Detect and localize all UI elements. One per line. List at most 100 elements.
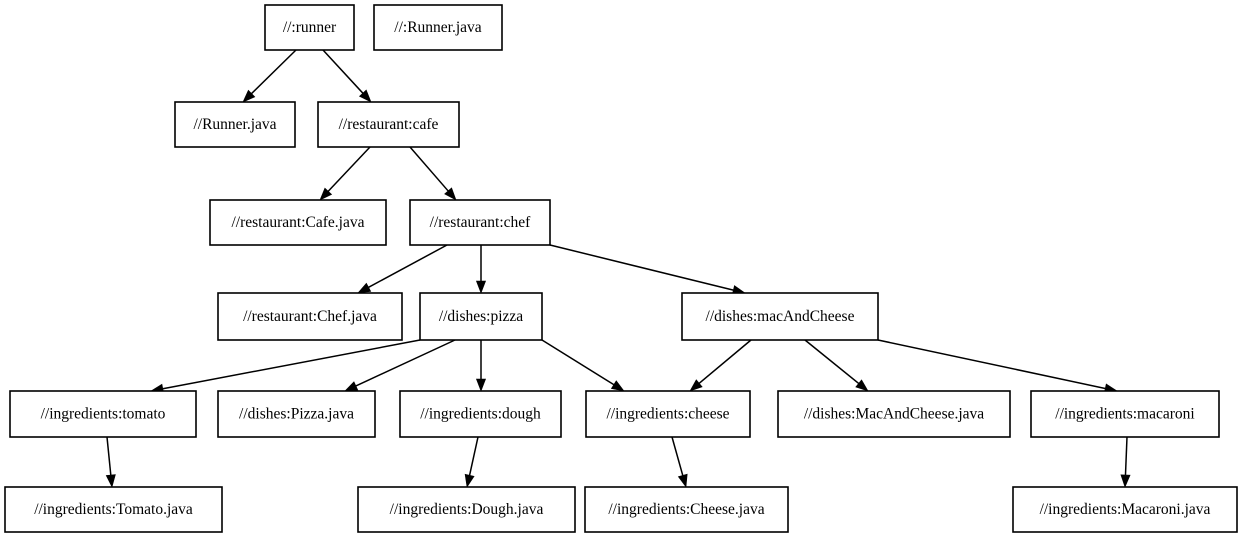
node-label: //ingredients:macaroni [1055, 406, 1195, 423]
edge-arrowhead-icon [242, 89, 256, 103]
edge-line [251, 49, 297, 95]
graph-edge [549, 244, 746, 295]
node-box[interactable] [409, 199, 551, 246]
node-box[interactable] [584, 486, 789, 533]
graph-edge [150, 339, 421, 394]
node-box[interactable] [777, 390, 1011, 438]
node-box[interactable] [1030, 390, 1220, 438]
node-label: //ingredients:Dough.java [390, 501, 544, 518]
graph-edge [475, 340, 487, 392]
node-box[interactable] [4, 486, 223, 533]
graph-edge [689, 339, 752, 392]
edge-arrowhead-icon [344, 381, 359, 392]
graph-node-dishes_pizza[interactable]: //dishes:pizza [419, 292, 543, 341]
edge-arrowhead-icon [1120, 474, 1131, 488]
edge-line [409, 146, 449, 192]
node-box[interactable] [357, 486, 576, 533]
node-box[interactable] [317, 101, 460, 148]
edge-arrowhead-icon [444, 187, 457, 201]
graph-node-runner_java[interactable]: //Runner.java [174, 101, 296, 148]
edge-line [804, 339, 860, 385]
node-box[interactable] [9, 390, 197, 438]
node-label: //ingredients:dough [420, 406, 541, 423]
edge-arrowhead-icon [464, 473, 475, 488]
node-box[interactable] [217, 390, 376, 438]
graph-node-ing_tomato[interactable]: //ingredients:tomato [9, 390, 197, 438]
graph-node-mac_java[interactable]: //dishes:MacAndCheese.java [777, 390, 1011, 438]
node-label: //restaurant:Cafe.java [232, 214, 365, 231]
graph-nodes-layer: //:runner //:Runner.java //Runner.java //re… [4, 4, 1238, 533]
graph-edge [475, 245, 487, 294]
graph-node-restaurant_cafe[interactable]: //restaurant:cafe [317, 101, 460, 148]
graph-edge [804, 339, 869, 392]
graph-edge [105, 436, 116, 488]
edge-line [877, 339, 1106, 390]
node-box[interactable] [217, 292, 403, 341]
edge-line [162, 339, 421, 390]
graph-edge [242, 49, 297, 103]
edge-line [541, 339, 615, 386]
node-box[interactable] [419, 292, 543, 341]
graph-edges-layer [105, 49, 1131, 488]
edge-arrowhead-icon [357, 282, 372, 294]
node-label: //ingredients:tomato [41, 406, 166, 423]
edge-line [468, 436, 479, 476]
node-label: //Runner.java [193, 116, 276, 133]
node-label: //restaurant:chef [430, 214, 532, 231]
node-label: //dishes:pizza [439, 308, 523, 325]
node-box[interactable] [373, 4, 503, 51]
graph-node-pizza_java[interactable]: //dishes:Pizza.java [217, 390, 376, 438]
graph-edge [541, 339, 625, 392]
graph-node-restaurant_chef[interactable]: //restaurant:chef [409, 199, 551, 246]
graph-node-cafe_java[interactable]: //restaurant:Cafe.java [209, 199, 387, 246]
graph-node-ing_cheese[interactable]: //ingredients:cheese [585, 390, 751, 438]
node-box[interactable] [174, 101, 296, 148]
graph-node-ing_macaroni[interactable]: //ingredients:macaroni [1030, 390, 1220, 438]
node-label: //ingredients:Tomato.java [34, 501, 193, 518]
node-label: //dishes:MacAndCheese.java [804, 406, 984, 423]
graph-node-chef_java[interactable]: //restaurant:Chef.java [217, 292, 403, 341]
graph-edge [464, 436, 479, 488]
graph-edge [344, 339, 456, 392]
node-label: //ingredients:Cheese.java [608, 501, 764, 518]
node-label: //:Runner.java [394, 19, 482, 36]
edge-arrowhead-icon [689, 379, 703, 392]
edge-arrowhead-icon [475, 378, 487, 392]
edge-line [327, 146, 371, 192]
edge-arrowhead-icon [677, 473, 688, 488]
graph-edge [1120, 436, 1131, 488]
graph-node-cheese_java[interactable]: //ingredients:Cheese.java [584, 486, 789, 533]
node-box[interactable] [1012, 486, 1238, 533]
graph-node-tomato_java[interactable]: //ingredients:Tomato.java [4, 486, 223, 533]
graph-node-dough_java[interactable]: //ingredients:Dough.java [357, 486, 576, 533]
edge-line [549, 244, 734, 291]
graph-edge [409, 146, 457, 201]
node-label: //dishes:macAndCheese [706, 308, 855, 325]
graph-node-ing_dough[interactable]: //ingredients:dough [399, 390, 562, 438]
node-label: //restaurant:cafe [339, 116, 439, 133]
node-label: //restaurant:Chef.java [243, 308, 377, 325]
edge-line [355, 339, 456, 387]
edge-arrowhead-icon [610, 380, 625, 392]
graph-edge [877, 339, 1118, 394]
graph-node-macaroni_java[interactable]: //ingredients:Macaroni.java [1012, 486, 1238, 533]
graph-node-dishes_mac[interactable]: //dishes:macAndCheese [681, 292, 879, 341]
graph-node-runner[interactable]: //:runner [264, 4, 355, 51]
edge-line [671, 436, 684, 476]
node-box[interactable] [681, 292, 879, 341]
graph-node-runner_java_root[interactable]: //:Runner.java [373, 4, 503, 51]
node-box[interactable] [209, 199, 387, 246]
node-label: //ingredients:Macaroni.java [1040, 501, 1211, 518]
node-label: //ingredients:cheese [606, 406, 729, 423]
graph-edge [671, 436, 688, 488]
edge-arrowhead-icon [358, 89, 372, 103]
node-label: //:runner [283, 19, 337, 36]
node-box[interactable] [264, 4, 355, 51]
graph-edge [322, 49, 372, 103]
edge-line [368, 244, 448, 288]
edge-line [106, 436, 112, 476]
node-box[interactable] [585, 390, 751, 438]
node-box[interactable] [399, 390, 562, 438]
edge-arrowhead-icon [319, 187, 333, 201]
